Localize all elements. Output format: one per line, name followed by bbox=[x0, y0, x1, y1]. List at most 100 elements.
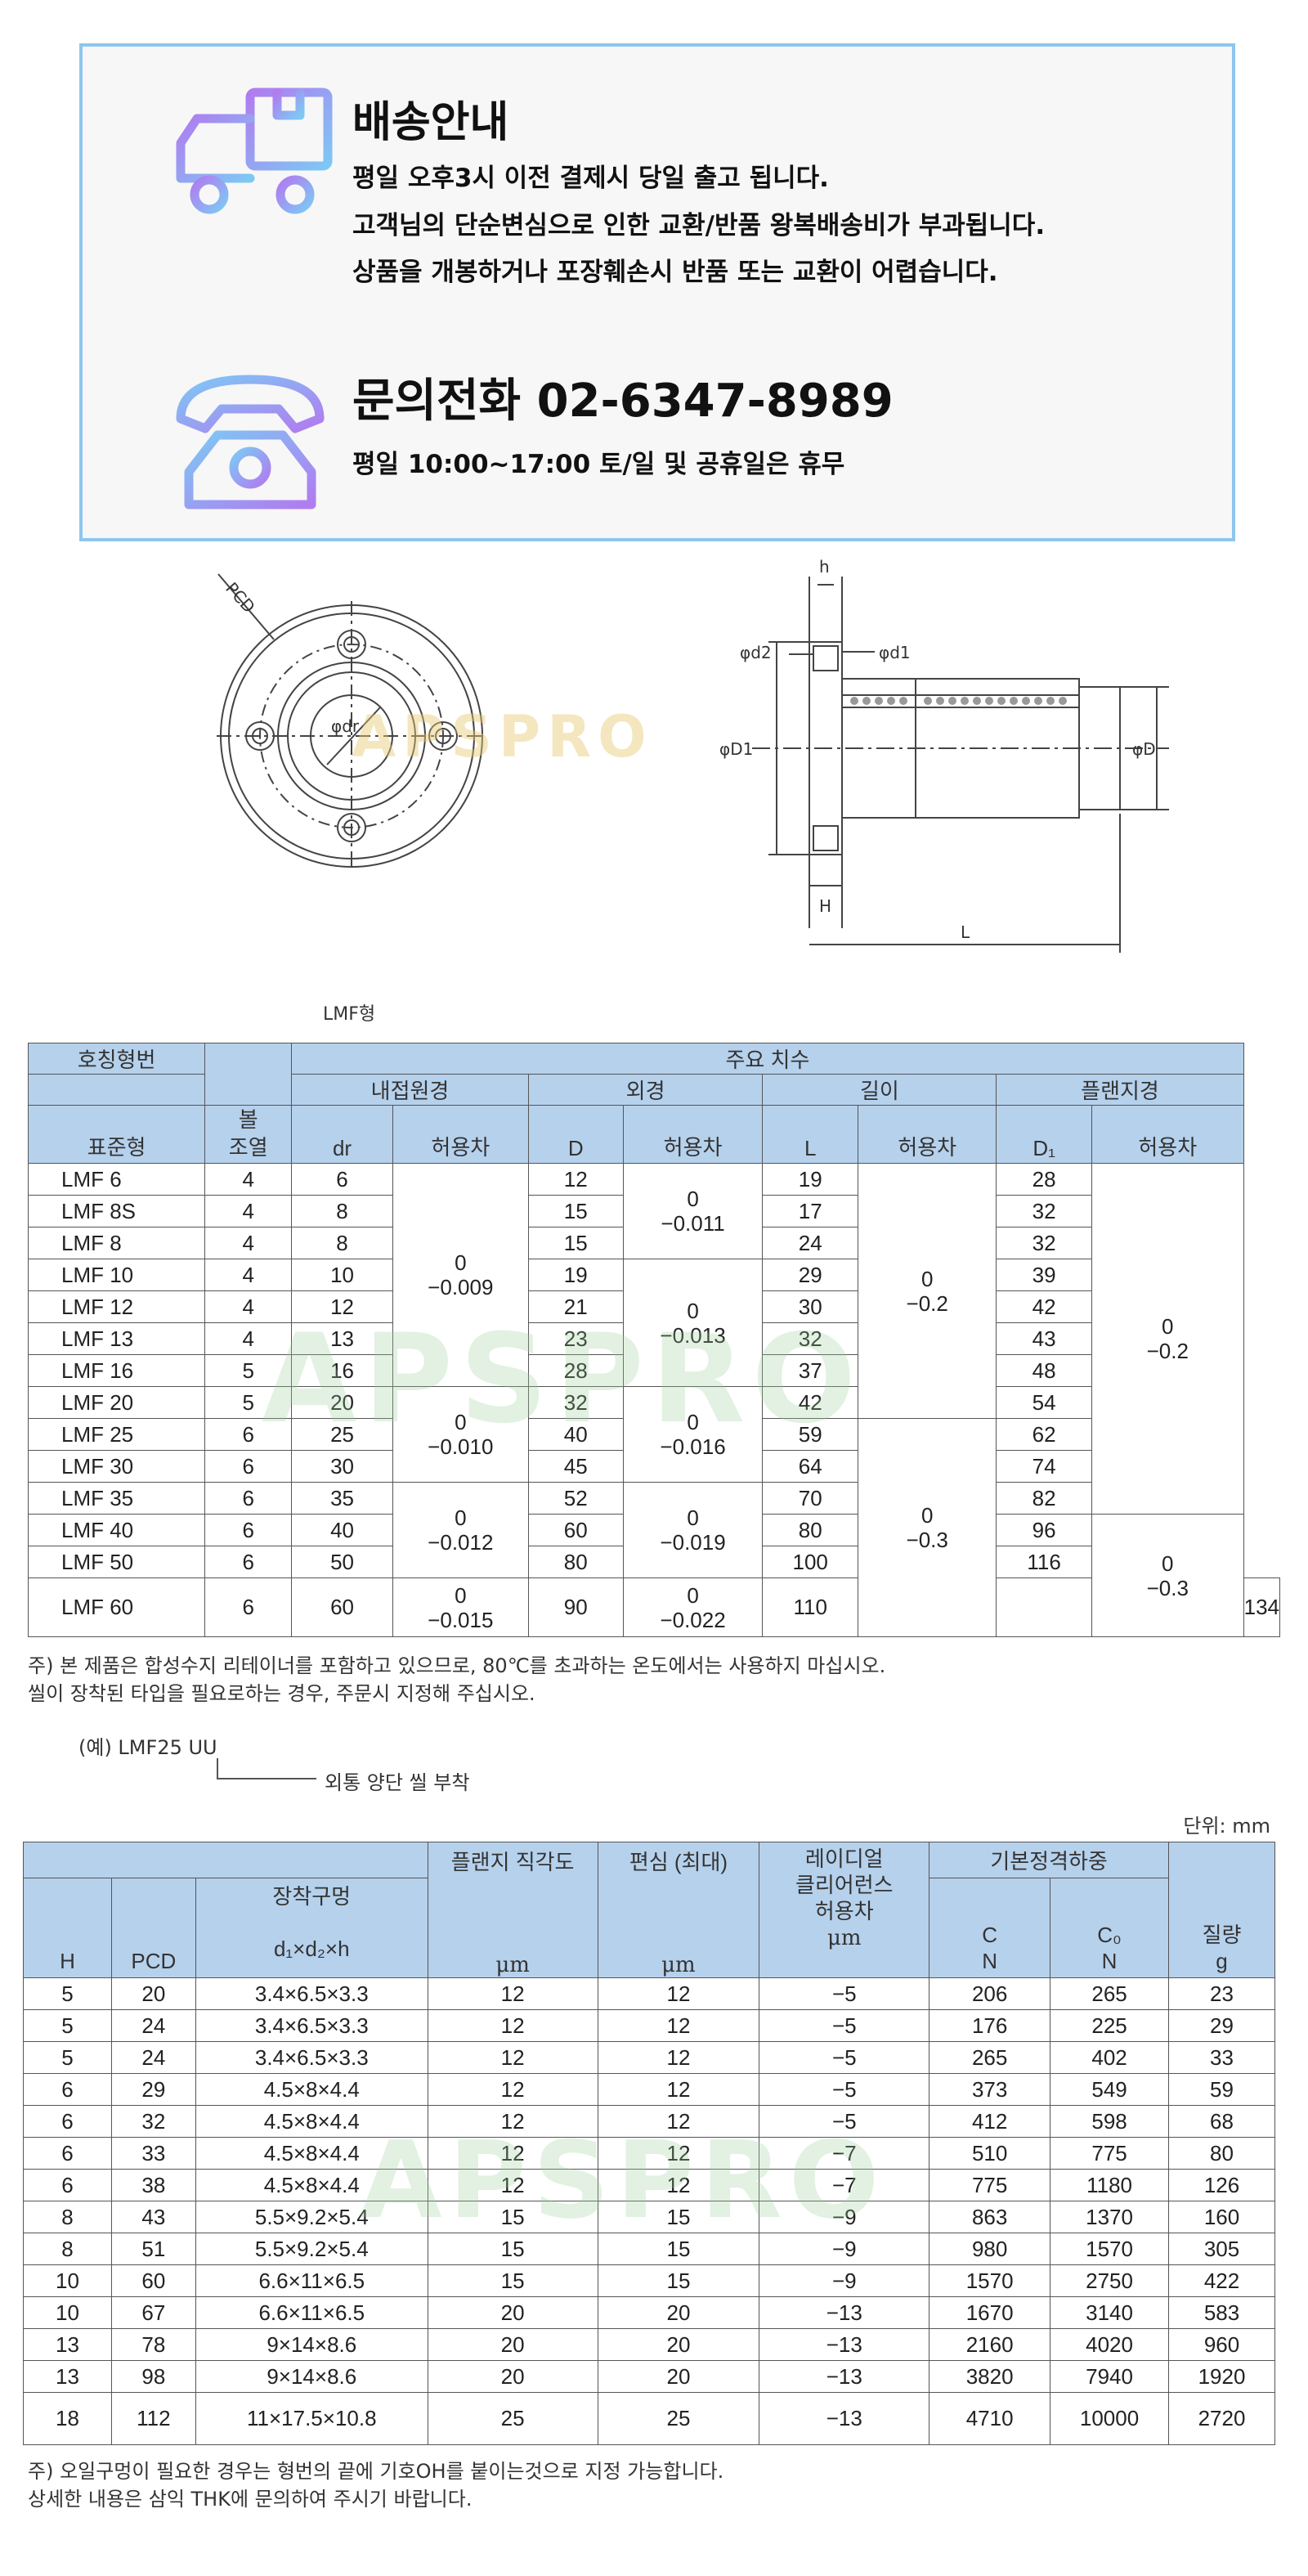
d1-label: φd1 bbox=[879, 643, 911, 662]
dr-label: φdr bbox=[331, 716, 360, 736]
cell-perp: 25 bbox=[427, 2392, 598, 2445]
cell-perp: 15 bbox=[427, 2264, 598, 2297]
cell-H: 10 bbox=[23, 2296, 112, 2329]
cell-C0: 775 bbox=[1050, 2137, 1170, 2170]
cell-C: 412 bbox=[929, 2105, 1051, 2138]
cell-H: 6 bbox=[23, 2137, 112, 2170]
cell-PCD: 20 bbox=[110, 1977, 196, 2010]
cell-ecc: 12 bbox=[597, 2169, 760, 2201]
cell-C0: 4020 bbox=[1050, 2328, 1170, 2361]
cell-mass: 23 bbox=[1168, 1977, 1275, 2010]
cell-H: 13 bbox=[23, 2360, 112, 2393]
cell-hole: 3.4×6.5×3.3 bbox=[195, 2009, 428, 2042]
cell-C0: 10000 bbox=[1050, 2392, 1170, 2445]
cell-PCD: 24 bbox=[110, 2009, 196, 2042]
cell-C: 1670 bbox=[929, 2296, 1051, 2329]
cell-PCD: 33 bbox=[110, 2137, 196, 2170]
cell-C0: 402 bbox=[1050, 2041, 1170, 2074]
cell-perp: 15 bbox=[427, 2201, 598, 2233]
flange-front-view-drawing: PCD φdr bbox=[217, 573, 486, 871]
L-label: L bbox=[961, 922, 970, 942]
shipping-title: 배송안내 bbox=[352, 98, 509, 147]
header-inner: 내접원경 bbox=[291, 1074, 529, 1106]
header-standard: 표준형 bbox=[27, 1105, 206, 1164]
table2-notes: 주) 오일구멍이 필요한 경우는 형번의 끝에 기호OH를 붙이는것으로 지정 … bbox=[28, 2460, 724, 2511]
cell-C0: 265 bbox=[1050, 1977, 1170, 2010]
cell-rad: −13 bbox=[759, 2392, 930, 2445]
table1-caption: LMF형 bbox=[323, 1004, 376, 1025]
shipping-line-1: 평일 오후3시 이전 결제시 당일 출고 됩니다. bbox=[352, 164, 829, 193]
cell-mass: 2720 bbox=[1168, 2392, 1275, 2445]
phone-hours: 평일 10:00~17:00 토/일 및 공휴일은 휴무 bbox=[352, 450, 845, 479]
cell-mass: 29 bbox=[1168, 2009, 1275, 2042]
cell-C: 863 bbox=[929, 2201, 1051, 2233]
cell-PCD: 38 bbox=[110, 2169, 196, 2201]
cell-C: 373 bbox=[929, 2073, 1051, 2106]
table1-notes: 주) 본 제품은 합성수지 리테이너를 포함하고 있으므로, 80℃를 초과하는… bbox=[28, 1654, 886, 1705]
cell-perp: 20 bbox=[427, 2360, 598, 2393]
cell-C: 775 bbox=[929, 2169, 1051, 2201]
cell-rad: −13 bbox=[759, 2328, 930, 2361]
cell-perp: 12 bbox=[427, 1977, 598, 2010]
D-tol-1: 0−0.011 bbox=[622, 1163, 764, 1259]
dr-tol-1: 0−0.009 bbox=[392, 1163, 529, 1387]
cell-PCD: 51 bbox=[110, 2233, 196, 2265]
cell-perp: 12 bbox=[427, 2009, 598, 2042]
cell-mass: 59 bbox=[1168, 2073, 1275, 2106]
H-label: H bbox=[819, 896, 831, 916]
cell-hole: 3.4×6.5×3.3 bbox=[195, 1977, 428, 2010]
cell-C: 3820 bbox=[929, 2360, 1051, 2393]
cell-mass: 80 bbox=[1168, 2137, 1275, 2170]
cell-rad: −5 bbox=[759, 2105, 930, 2138]
cell-H: 6 bbox=[23, 2105, 112, 2138]
cell-rad: −5 bbox=[759, 2009, 930, 2042]
cell-C0: 1570 bbox=[1050, 2233, 1170, 2265]
D1-label: φD1 bbox=[719, 739, 753, 759]
cell-hole: 6.6×11×6.5 bbox=[195, 2264, 428, 2297]
cell-H: 5 bbox=[23, 1977, 112, 2010]
cell-hole: 5.5×9.2×5.4 bbox=[195, 2233, 428, 2265]
cell-perp: 12 bbox=[427, 2137, 598, 2170]
cell-H: 6 bbox=[23, 2073, 112, 2106]
cell-C: 1570 bbox=[929, 2264, 1051, 2297]
header-L: L bbox=[762, 1105, 858, 1164]
cell-PCD: 78 bbox=[110, 2328, 196, 2361]
header-D: D bbox=[527, 1105, 624, 1164]
cell-H: 5 bbox=[23, 2009, 112, 2042]
cell-mass: 68 bbox=[1168, 2105, 1275, 2138]
header-D1-tol: 허용차 bbox=[1091, 1105, 1244, 1164]
cell-mass: 33 bbox=[1168, 2041, 1275, 2074]
cell-hole: 4.5×8×4.4 bbox=[195, 2073, 428, 2106]
cell-mass: 1920 bbox=[1168, 2360, 1275, 2393]
cell-ecc: 25 bbox=[597, 2392, 760, 2445]
header-L-tol: 허용차 bbox=[857, 1105, 997, 1164]
cell-C: 206 bbox=[929, 1977, 1051, 2010]
cell-PCD: 112 bbox=[110, 2392, 196, 2445]
cell-ecc: 20 bbox=[597, 2360, 760, 2393]
D-tol-4: 0−0.019 bbox=[622, 1482, 764, 1578]
cell-H: 10 bbox=[23, 2264, 112, 2297]
cell-rad: −13 bbox=[759, 2360, 930, 2393]
